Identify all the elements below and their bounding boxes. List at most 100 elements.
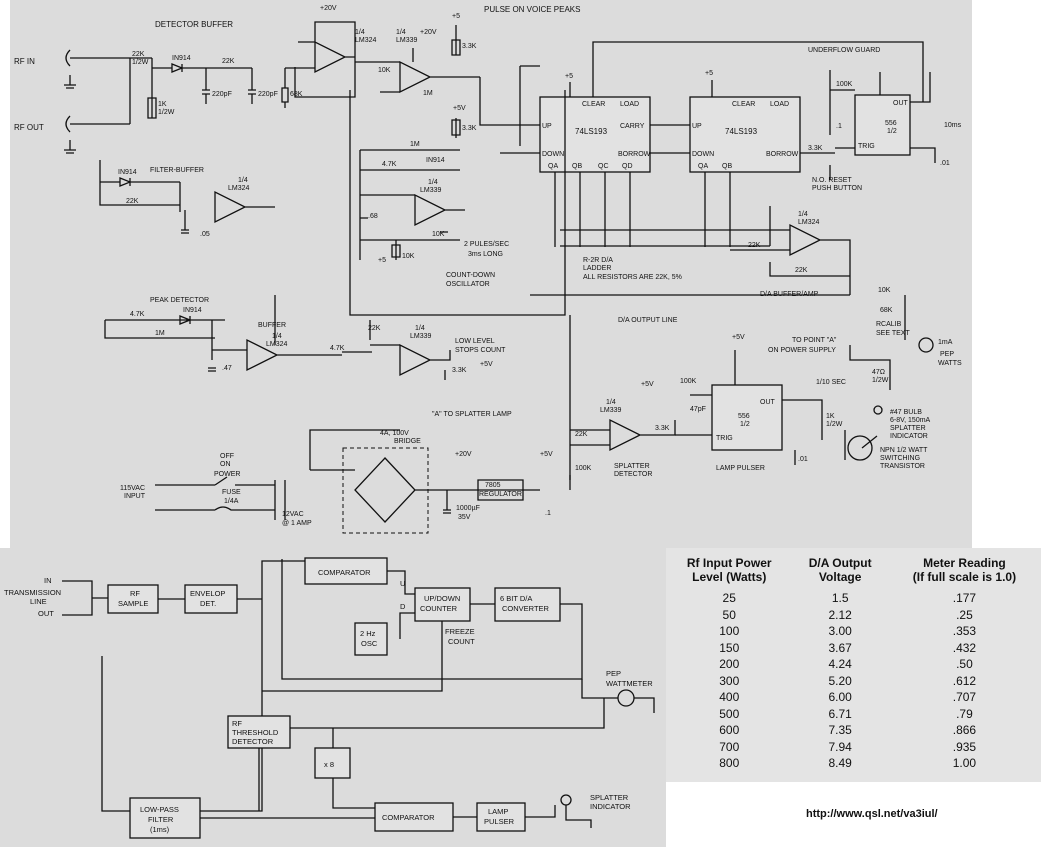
label-pulse-on-voice-peaks: PULSE ON VOICE PEAKS [484, 5, 580, 14]
supply-20v-c: +20V [455, 451, 472, 458]
r-47-ohm: 47Ω [872, 369, 885, 376]
r-22k-c: 22K [368, 325, 381, 332]
cap-047: .47 [222, 365, 232, 372]
counter-a-name: 74LS193 [575, 127, 608, 136]
regulator-7805: 7805 [485, 482, 501, 489]
switch-off: OFF [220, 453, 234, 460]
xfmr-rating: 12VAC [282, 511, 304, 518]
cell-meter: .50 [956, 657, 973, 672]
bd-lowpass-a: LOW-PASS [140, 805, 179, 814]
col-meter-reading: Meter Reading(If full scale is 1.0) [888, 556, 1041, 590]
supply-5v-g: +5V [732, 334, 745, 341]
label-low-level: LOW LEVEL [455, 338, 495, 345]
col-meter-reading-line2: (If full scale is 1.0) [912, 570, 1017, 584]
cell-meter: .177 [952, 591, 977, 606]
counter-74ls193-b [689, 96, 801, 173]
timer-556-a-name: 556 [885, 120, 897, 127]
r-1k-b-watt: 1/2W [826, 421, 843, 428]
timer-556-b [711, 384, 783, 451]
r-22k-input-watt: 1/2W [132, 59, 149, 66]
pin-load-b: LOAD [770, 101, 789, 108]
bd-osc-a: 2 Hz [360, 629, 376, 638]
pin-borrow-a: BORROW [618, 151, 651, 158]
supply-5v-cnt-b: +5 [705, 70, 713, 77]
schematic-panel [10, 0, 972, 550]
label-da-buffer: D/A BUFFER/AMP [760, 291, 819, 298]
col-da-output-line2: Voltage [818, 570, 862, 584]
label-watts: WATTS [938, 360, 962, 367]
u2-quarter: 1/4 [396, 29, 406, 36]
timer-556-a [854, 94, 911, 156]
bd-in: IN [44, 576, 52, 585]
r-1m-c: 1M [155, 330, 165, 337]
u4-part: LM339 [420, 187, 442, 194]
counter-74ls193-a [539, 96, 651, 173]
u7-quarter: 1/4 [415, 325, 425, 332]
bd-osc-b: OSC [361, 639, 378, 648]
bd-comparator-bottom-block [374, 802, 454, 832]
bd-comparator-bottom: COMPARATOR [382, 813, 435, 822]
r-calib: RCALIB [876, 321, 902, 328]
bd-threshold-a: RF [232, 719, 242, 728]
r-1m-a: 1M [423, 90, 433, 97]
pin-out-b: OUT [760, 399, 776, 406]
pin-down-a: DOWN [542, 151, 564, 158]
supply-5v-a: +5 [452, 13, 460, 20]
u1-quarter: 1/4 [355, 29, 365, 36]
power-table-panel [666, 548, 1041, 782]
cell-voltage: 6.71 [828, 706, 852, 721]
bd-lamp-a: LAMP [488, 807, 508, 816]
block-diagram: IN TRANSMISSION LINE OUT RF SAMPLE ENVEL… [4, 557, 655, 839]
cell-meter: 1.00 [952, 756, 977, 771]
r-4k7-a: 4.7K [382, 161, 397, 168]
label-underflow-guard: UNDERFLOW GUARD [808, 47, 880, 54]
pin-clear-b: CLEAR [732, 101, 755, 108]
label-on-power-supply: ON POWER SUPPLY [768, 347, 836, 354]
cell-power: 200 [719, 657, 740, 672]
r-22k-fb: 22K [126, 198, 139, 205]
label-see-text: SEE TEXT [876, 330, 910, 337]
bd-splatter-lamp-icon [560, 794, 572, 806]
bd-rf-sample-b: SAMPLE [118, 599, 148, 608]
cell-power: 300 [719, 673, 740, 688]
cell-power: 50 [722, 607, 736, 622]
cell-power: 25 [722, 591, 736, 606]
cell-voltage: 7.35 [828, 723, 852, 738]
label-countdown: COUNT-DOWN [446, 272, 495, 279]
bd-out: OUT [38, 609, 54, 618]
bd-dac-b: CONVERTER [502, 604, 550, 613]
bd-x8: x 8 [324, 760, 334, 769]
cell-meter: .935 [952, 739, 977, 754]
bd-freeze-b: COUNT [448, 637, 475, 646]
r-100k-b: 100K [575, 465, 592, 472]
cap-220pf-b: 220pF [258, 91, 278, 98]
cell-meter: .353 [952, 624, 977, 639]
supply-5v-b: +5V [453, 105, 466, 112]
bridge-label: BRIDGE [394, 438, 421, 445]
col-meter-reading-line1: Meter Reading [923, 556, 1006, 570]
cell-meter: .25 [956, 607, 973, 622]
regulator-label: REGULATOR [479, 491, 522, 498]
r-1m-b: 1M [410, 141, 420, 148]
diode-1n914-b: IN914 [118, 169, 137, 176]
label-3ms: 3ms LONG [468, 251, 503, 258]
r-4k7-c: 4.7K [330, 345, 345, 352]
label-rf-out: RF OUT [14, 123, 44, 132]
r-10k-d: 10K [878, 287, 891, 294]
cap-01-a: .1 [836, 123, 842, 130]
cap-01-b: .1 [545, 510, 551, 517]
r-10k-b: 10K [432, 231, 445, 238]
pin-carry: CARRY [620, 123, 645, 130]
pin-qc-a: QC [598, 163, 609, 170]
r-22k-da-b: 22K [795, 267, 808, 274]
supply-5v-d: +5V [480, 361, 493, 368]
bd-lowpass-b: FILTER [148, 815, 174, 824]
pin-down-b: DOWN [692, 151, 714, 158]
supply-5v-e: +5V [540, 451, 553, 458]
